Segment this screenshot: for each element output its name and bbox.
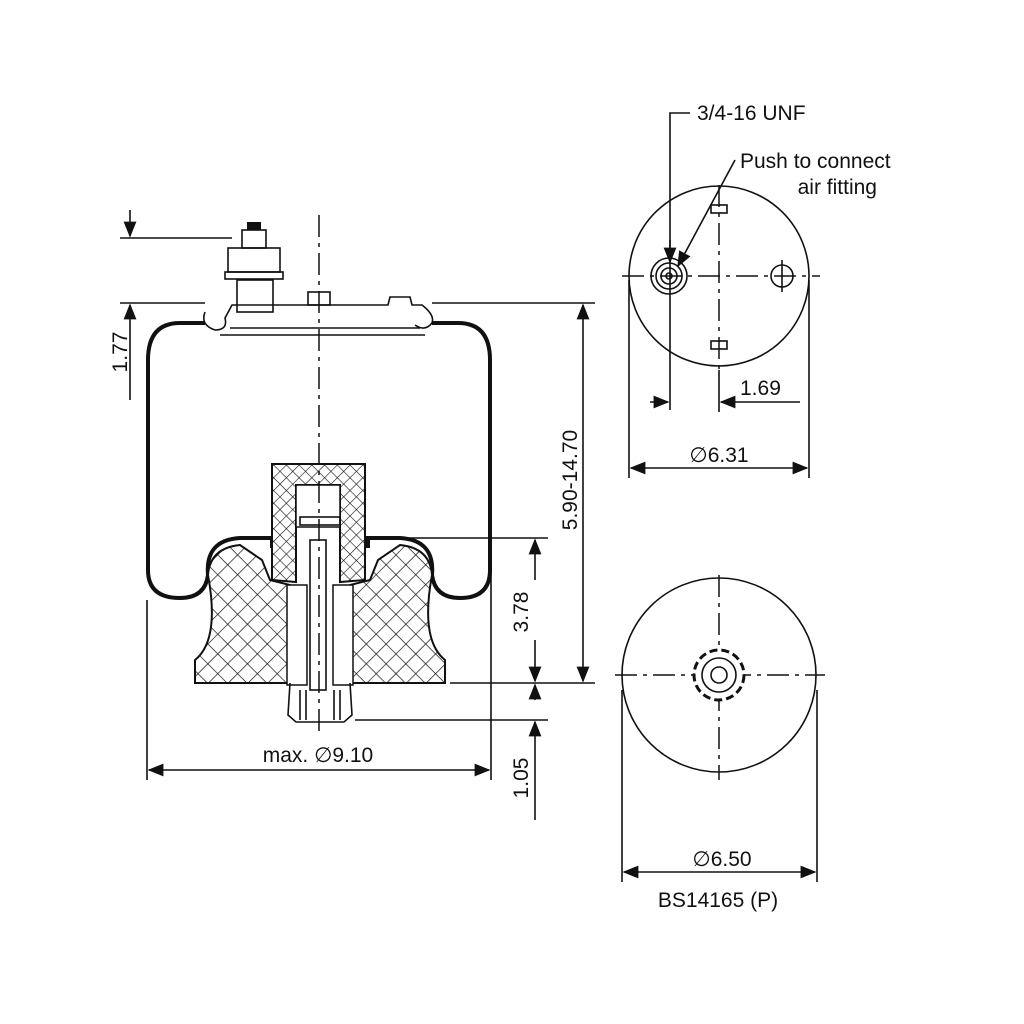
dim-piston-height: 3.78 (510, 592, 533, 633)
air-fitting-stud (224, 222, 284, 313)
dim-top-plate-diameter: ∅6.31 (689, 444, 748, 467)
side-view: 1.77 5.90-14.70 3.78 1.05 max. ∅9.10 (109, 210, 595, 820)
dim-top-height: 1.77 (109, 332, 132, 373)
fitting-callout-line2: air fitting (798, 176, 877, 199)
bolt-icon (692, 648, 746, 702)
thread-callout: 3/4-16 UNF (697, 102, 806, 125)
bellow-outline (146, 321, 492, 601)
center-bolt (309, 539, 327, 691)
dim-bottom-diameter: ∅6.50 (692, 848, 751, 871)
bottom-stud (287, 682, 353, 723)
dim-height-range: 5.90-14.70 (559, 430, 582, 530)
bead-plate (202, 296, 434, 336)
dim-stud-length: 1.05 (510, 758, 533, 799)
top-view: 3/4-16 UNF Push to connect air fitting 1… (622, 102, 891, 478)
dim-offset: 1.69 (740, 377, 781, 400)
bottom-view: ∅6.50 BS14165 (P) (615, 575, 825, 912)
part-number: BS14165 (P) (658, 889, 778, 912)
dim-max-diameter: max. ∅9.10 (263, 744, 374, 767)
fitting-callout-line1: Push to connect (740, 150, 891, 173)
